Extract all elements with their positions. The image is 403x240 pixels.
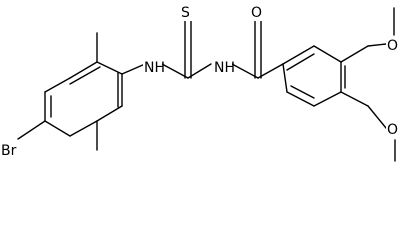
amide-nh-left-label: NH [144,60,165,76]
bond-line [231,63,259,79]
bond-line [69,120,98,137]
bond-line [367,43,387,47]
bond-line [290,85,315,99]
bond-line [313,45,342,63]
molecule-svg: Br NH NH S O O O [0,3,400,162]
bond-line [282,45,315,65]
bond-line [257,63,284,79]
carbonyl-oxygen-label: O [251,5,262,21]
sulfur-label: S [181,5,190,21]
bond-line [286,91,315,107]
bond-line [286,53,315,71]
bond-line [44,120,71,137]
bond-line [313,91,342,107]
bond-line [187,63,212,79]
bond-line [44,77,71,93]
bond-line [340,91,369,107]
bond-line [161,63,189,79]
bond-line [367,105,387,129]
bond-line [282,63,288,93]
bonds [17,7,396,162]
meta-methoxy-oxygen-label: O [387,38,398,54]
bond-line [69,61,98,79]
para-methoxy-oxygen-label: O [387,122,398,138]
bond-line [69,66,101,85]
bond-line [96,61,123,75]
bond-line [17,120,46,140]
amide-nh-right-label: NH [214,60,235,76]
bond-line [96,105,123,122]
bromine-label: Br [1,143,17,159]
atom-labels: Br NH NH S O O O [0,3,400,160]
structure-diagram: Br NH NH S O O O [0,3,400,162]
bond-line [340,45,369,63]
bond-line [121,63,146,75]
